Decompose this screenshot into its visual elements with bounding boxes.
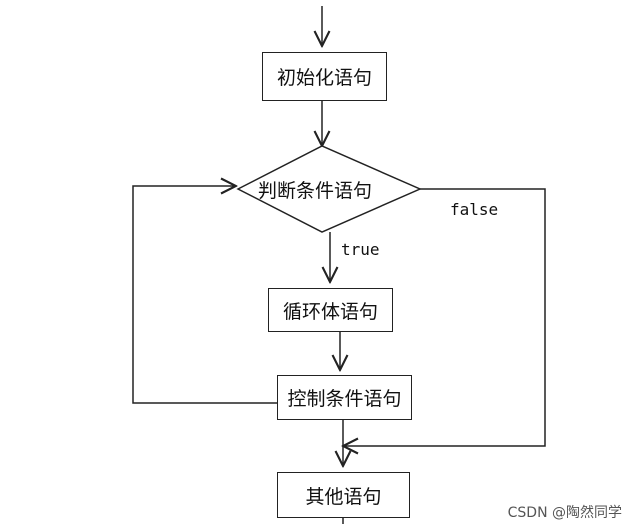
loop-back-arrow [132,186,277,404]
init-statement-box: 初始化语句 [262,52,387,101]
loop-body-box: 循环体语句 [268,288,393,332]
true-label: true [341,240,380,259]
condition-statement-label: 判断条件语句 [258,180,373,202]
false-label: false [450,200,499,219]
false-arrow [343,188,546,446]
watermark: CSDN @陶然同学 [507,505,622,521]
control-statement-box: 控制条件语句 [277,375,412,420]
other-statement-box: 其他语句 [277,472,410,518]
